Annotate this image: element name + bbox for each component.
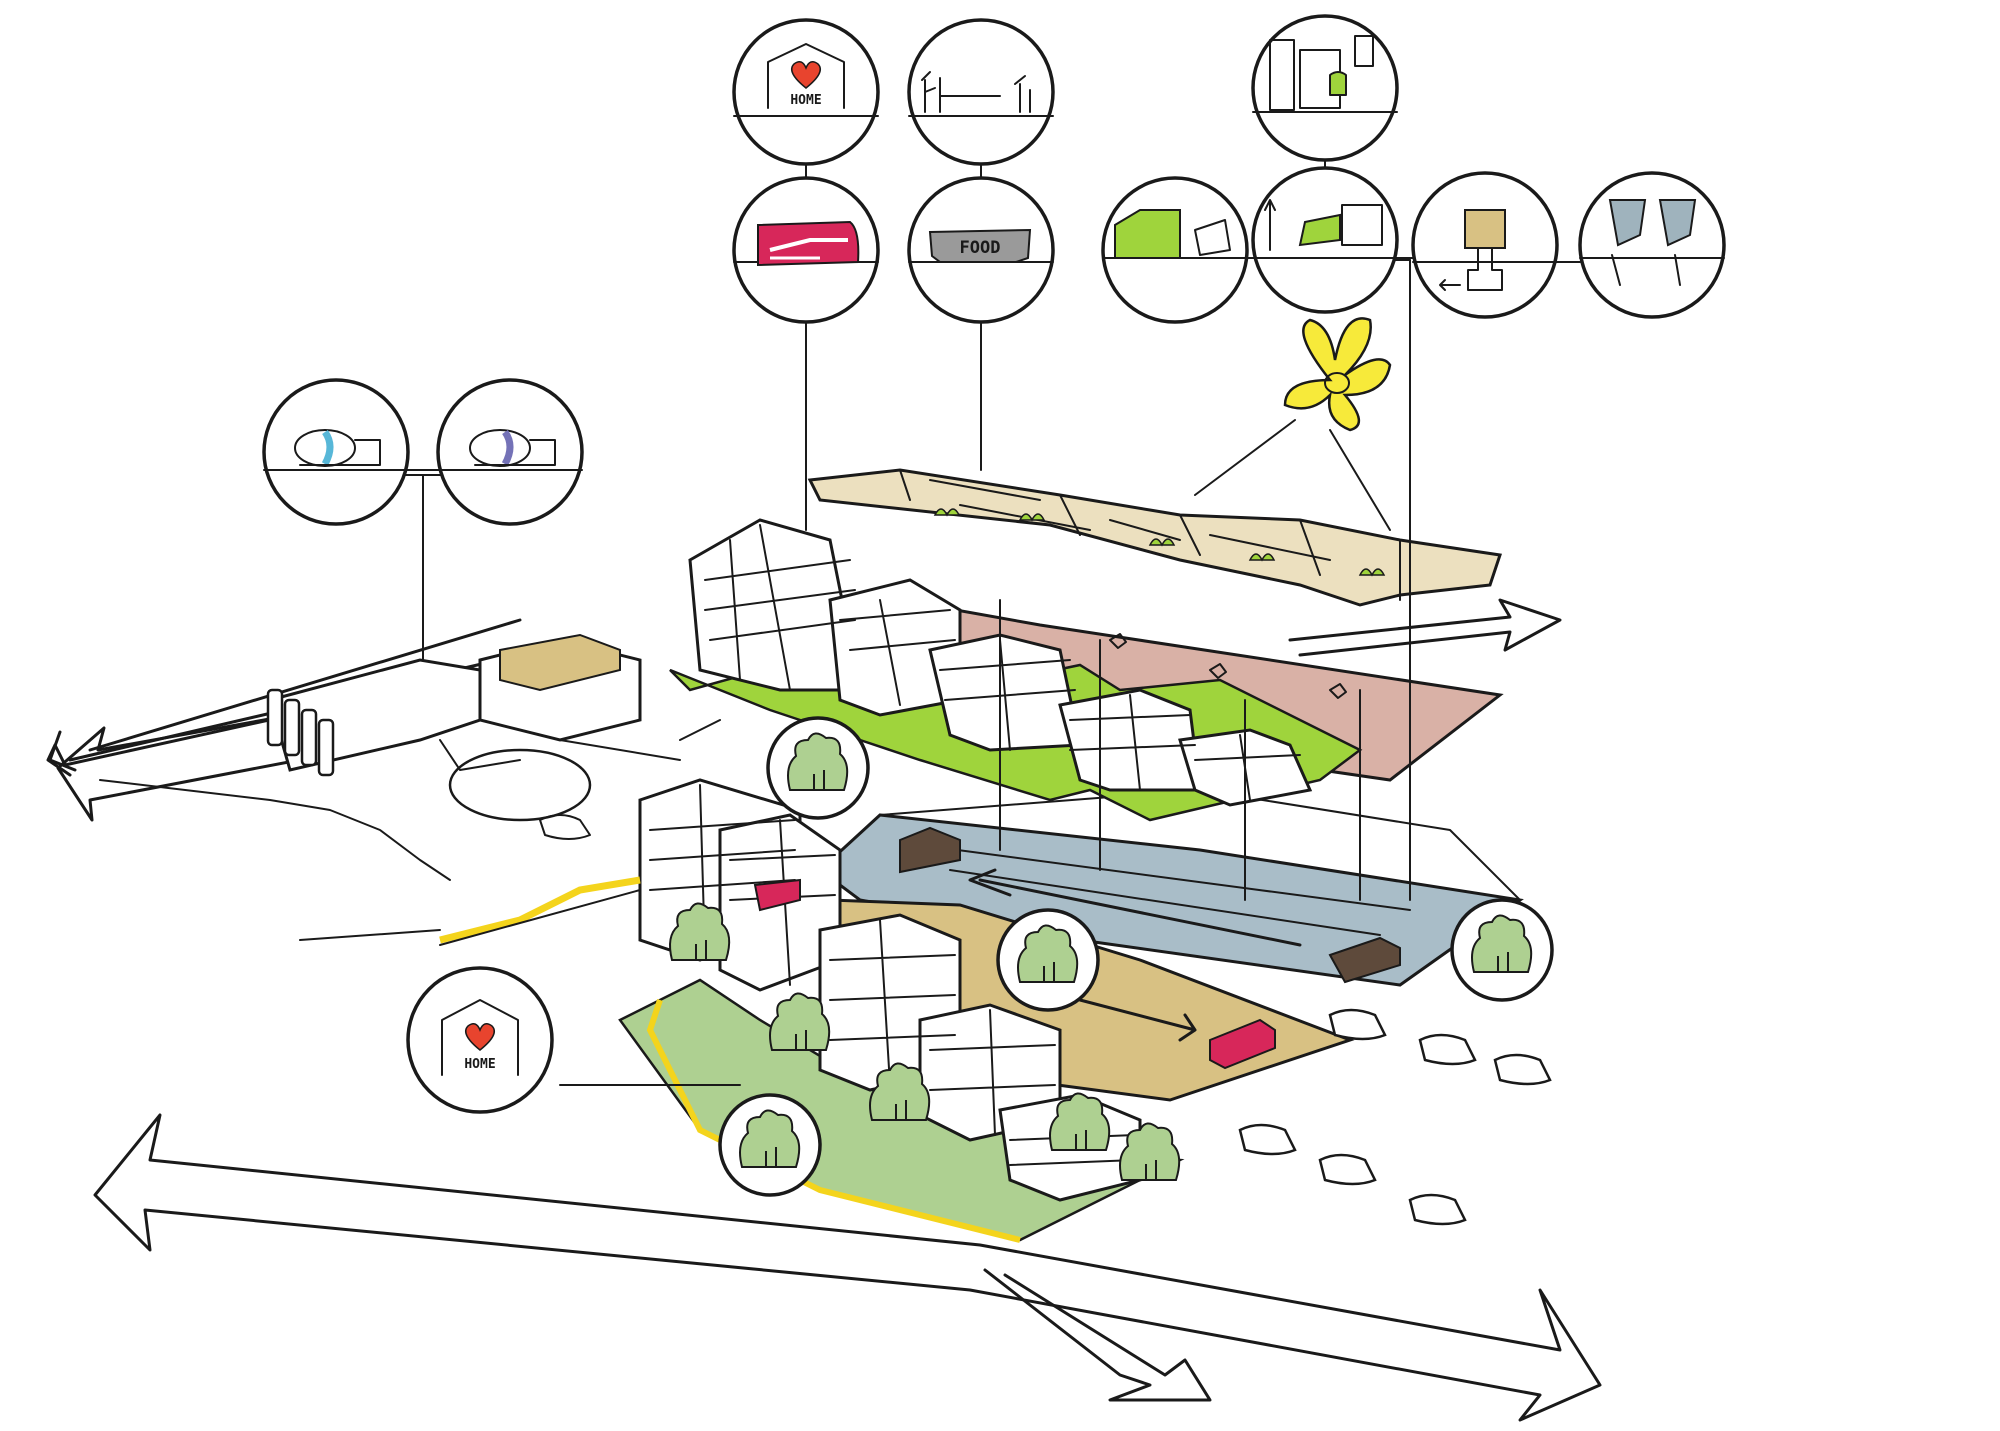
home-heart-icon: HOME [767,43,845,109]
food-truck-icon: FOOD [928,228,1032,263]
storage-room-bubble [1251,14,1399,162]
yellow-walkway [439,876,641,944]
cement-mixer-bubble-1 [262,378,410,526]
ground-arrows [46,598,1602,1422]
bottom-double-arrow [93,1113,1602,1422]
front-building-cluster [618,778,1185,1243]
cement-mixer-blue-icon [469,429,556,467]
industrial-plant [266,633,721,777]
roof-slab [807,468,1502,607]
silo-pipe-bubble [1411,171,1559,319]
home-heart-bubble-bottom: HOME [406,966,554,1114]
home-heart-icon-bottom: HOME [441,999,519,1076]
warehouse-forklift-icon [1264,199,1383,251]
storage-room-icon [1269,35,1374,111]
car-outline [539,814,591,840]
delivery-van-icon [1114,209,1231,259]
truck-brown-1 [899,826,961,874]
people-table-bubble [907,18,1055,166]
parked-vans [1238,1008,1552,1226]
northwest-arrow [46,698,362,777]
delivery-van-bubble [1101,176,1249,324]
food-truck-bubble: FOOD [907,176,1055,324]
roof-layer [807,468,1502,607]
cement-mixer-bubble-2 [436,378,584,526]
warehouse-forklift-bubble [1251,166,1399,314]
grey-silo-bubble [1578,171,1726,319]
ground-tree-circles [718,716,1554,1197]
people-table-icon [921,71,1031,113]
southeast-arrow [983,1268,1212,1402]
home-label-top: HOME [790,93,821,108]
upper-building-row [669,518,1363,822]
bus-icon [757,220,860,267]
truck-brown-2 [1328,936,1401,984]
food-label: FOOD [960,238,1001,258]
home-label-bottom: HOME [464,1057,495,1072]
bus-bubble [732,176,880,324]
grey-silo-icon [1608,199,1697,286]
bus-red-lower [1209,1018,1276,1070]
cement-mixer-icon [294,429,381,467]
bubble-connectors [407,163,1581,471]
park-loop [448,748,592,822]
home-heart-bubble-top: HOME [732,18,880,166]
wind-propeller-icon [1194,317,1392,531]
northeast-arrow [1288,598,1562,657]
silo-pipe-icon [1439,209,1506,291]
pink-layer-figures [1109,633,1347,704]
